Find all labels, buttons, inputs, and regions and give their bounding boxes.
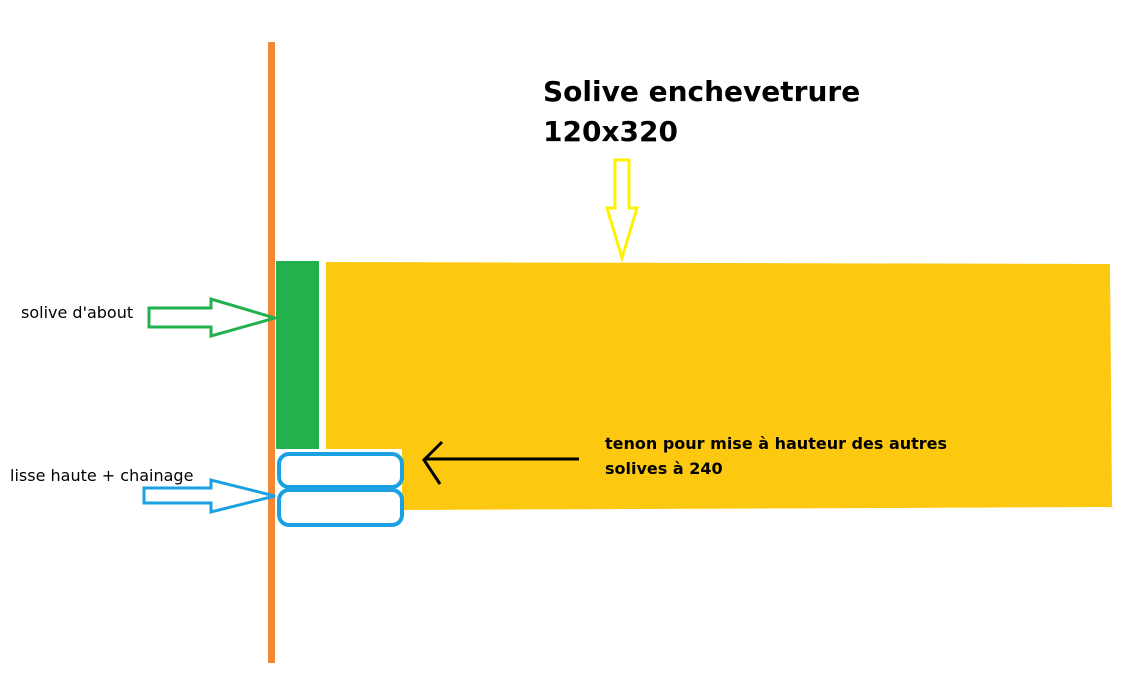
lisse-chainage-label: lisse haute + chainage: [10, 466, 194, 485]
solive-about-label: solive d'about: [21, 303, 134, 322]
yellow-down-arrow-icon: [604, 158, 640, 264]
title-line-1: Solive enchevetrure: [543, 75, 861, 108]
blue-right-arrow-icon: [142, 478, 276, 514]
diagram-title: Solive enchevetrure 120x320: [543, 72, 860, 152]
green-right-arrow-icon: [147, 296, 281, 338]
solive-about-block: [276, 261, 319, 449]
enchevetrure-beam: [326, 262, 1114, 510]
tenon-label-line-2: solives à 240: [605, 459, 723, 478]
title-line-2: 120x320: [543, 115, 678, 148]
wall-line: [268, 42, 275, 663]
tenon-label: tenon pour mise à hauteur des autres sol…: [605, 431, 947, 481]
black-left-arrow-icon: [422, 440, 579, 485]
tenon-label-line-1: tenon pour mise à hauteur des autres: [605, 434, 948, 453]
lisse-haute-outline: [277, 452, 404, 489]
chainage-outline: [277, 488, 404, 527]
